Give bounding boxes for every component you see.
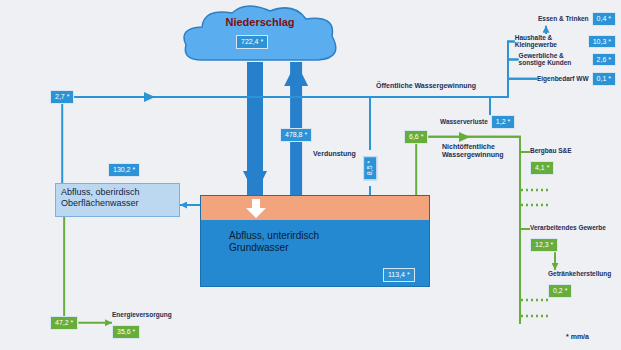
dotted-branch	[521, 189, 548, 192]
value-number: 0,4 *	[592, 12, 616, 26]
flow-label: Wasserverluste	[440, 118, 488, 125]
flow-line	[415, 144, 417, 195]
flow-label: Haushalte & Kleingewerbe	[515, 34, 585, 49]
value-box: 8,5 *	[363, 150, 377, 186]
flow-line	[370, 97, 490, 150]
flow-triangle	[144, 92, 155, 102]
flow-label: Eigenbedarf WW	[537, 75, 589, 82]
value-box: 130,2 *	[108, 163, 140, 177]
value-number: 478,8 *	[280, 128, 312, 142]
evaporation-arrow	[290, 62, 302, 128]
value-box: 113,4 *	[383, 268, 415, 282]
value-number: 6,6 *	[404, 130, 428, 144]
value-box: Eigenbedarf WW0,1 *	[537, 72, 616, 86]
value-box: Essen & Trinken0,4 *	[538, 12, 616, 26]
value-number: 8,5 *	[363, 156, 377, 180]
flow-line	[545, 26, 547, 34]
evaporation-arrow	[290, 142, 302, 195]
cloud-shape: Niederschlag 722,4 *	[180, 2, 340, 62]
flow-label: Niederschlag	[180, 2, 340, 28]
flow-line	[78, 322, 112, 324]
value-number: 12,3 *	[530, 238, 558, 252]
value-box: 722,4 *	[236, 35, 268, 49]
flow-triangle	[459, 132, 470, 142]
value-box: Bergbau S&E 4,1 *	[530, 147, 572, 175]
value-number: 2,6 *	[592, 53, 616, 67]
flow-label: Abfluss, unterirdisch Grundwasser	[201, 196, 349, 254]
value-number: 47,2 *	[50, 316, 78, 330]
flow-line	[63, 217, 65, 316]
dotted-branch	[521, 204, 548, 207]
flow-line	[554, 252, 556, 270]
value-number: 113,4 *	[383, 268, 415, 282]
value-number: 0,2 *	[548, 284, 572, 298]
value-number: 2,7 *	[50, 90, 74, 104]
cloud-outline	[180, 2, 340, 62]
flow-line	[370, 79, 537, 150]
flow-label: Abfluss, oberirdisch Oberflächenwasser	[61, 187, 174, 209]
infiltration-arrow	[241, 196, 271, 220]
cloud-outline	[184, 6, 336, 60]
groundwater-box: Abfluss, unterirdisch Grundwasser 113,4 *	[200, 195, 430, 287]
infiltration-arrow	[246, 199, 266, 218]
value-number: 1,2 *	[491, 115, 515, 129]
flow-label: Essen & Trinken	[538, 15, 589, 22]
flow-line	[74, 59, 518, 97]
value-box: 2,7 *	[50, 90, 74, 104]
surface-water-box: Abfluss, oberirdisch Oberflächenwasser	[55, 183, 180, 217]
flow-label: Nichtöffentliche Wassergewinnung	[442, 143, 514, 159]
flow-label: Öffentliche Wassergewinnung	[376, 82, 476, 90]
flow-label: Getränkeherstellung	[548, 270, 611, 277]
evaporation-arrow	[247, 62, 263, 195]
branch-line	[519, 228, 521, 324]
flow-line	[370, 41, 515, 150]
flow-line	[61, 104, 63, 183]
value-box: Haushalte & Kleingewerbe10,3 *	[515, 34, 616, 49]
flow-label: Bergbau S&E	[530, 147, 572, 154]
value-number: 10,3 *	[588, 35, 616, 49]
flow-line	[180, 204, 200, 206]
value-box: Getränkeherstellung 0,2 *	[548, 270, 611, 298]
flow-line	[74, 79, 537, 97]
value-box: 6,6 *	[404, 130, 428, 144]
value-box: Energieversorgung 35,6 *	[112, 311, 172, 339]
flow-label: Verdunstung	[313, 150, 356, 158]
value-box: Gewerbliche & sonstige Kunden2,6 *	[519, 52, 616, 67]
value-box: Wasserverluste1,2 *	[440, 115, 515, 129]
value-box: 478,8 *	[280, 128, 312, 142]
soil-band	[201, 196, 429, 220]
value-number: 130,2 *	[108, 163, 140, 177]
flow-line	[369, 186, 371, 195]
unit-note: * mm/a	[566, 333, 589, 341]
flow-label: Gewerbliche & sonstige Kunden	[519, 52, 589, 67]
value-number: 35,6 *	[112, 325, 140, 339]
flow-line	[428, 137, 530, 229]
flow-line	[74, 97, 490, 115]
flow-label: Verarbeitendes Gewerbe	[530, 224, 606, 231]
value-box: Verarbeitendes Gewerbe 12,3 *	[530, 224, 606, 252]
value-box: 47,2 *	[50, 316, 78, 330]
value-number: 0,1 *	[592, 72, 616, 86]
value-number: 722,4 *	[236, 35, 268, 49]
dotted-branch	[521, 299, 548, 302]
flow-label: Energieversorgung	[112, 311, 172, 318]
dotted-branch	[521, 315, 548, 318]
value-number: 4,1 *	[530, 161, 554, 175]
